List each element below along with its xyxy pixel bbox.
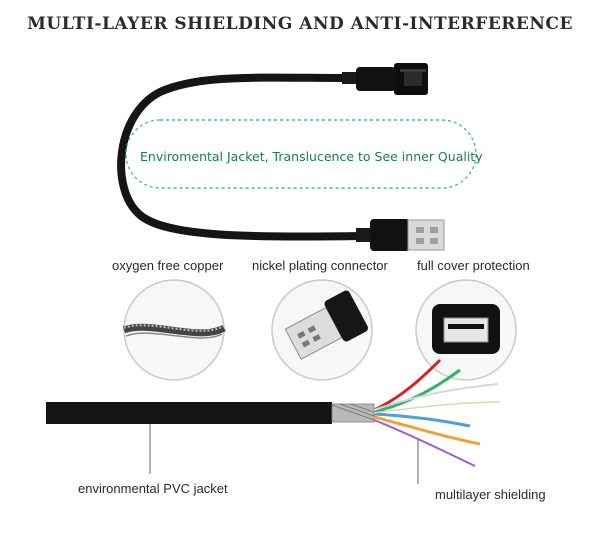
caption-environmental-pvc-jacket: environmental PVC jacket	[78, 481, 228, 496]
jacket-note: Enviromental Jacket, Translucence to See…	[140, 149, 483, 164]
cable-loop	[117, 73, 366, 241]
cutaway-cable	[46, 358, 501, 467]
female-usb-connector-top	[342, 63, 428, 95]
caption-oxygen-free-copper: oxygen free copper	[112, 258, 224, 273]
caption-multilayer-shielding: multilayer shielding	[435, 487, 546, 502]
copper-detail-circle	[122, 279, 226, 381]
caption-full-cover-protection: full cover protection	[417, 258, 530, 273]
caption-nickel-plating-connector: nickel plating connector	[252, 258, 388, 273]
nickel-detail-circle	[271, 279, 373, 381]
jacket-dashed-outline	[125, 119, 477, 189]
cover-detail-circle	[415, 279, 517, 381]
male-usb-connector-bottom	[356, 219, 445, 251]
infographic-title: MULTI-LAYER SHIELDING AND ANTI-INTERFERE…	[27, 14, 573, 34]
